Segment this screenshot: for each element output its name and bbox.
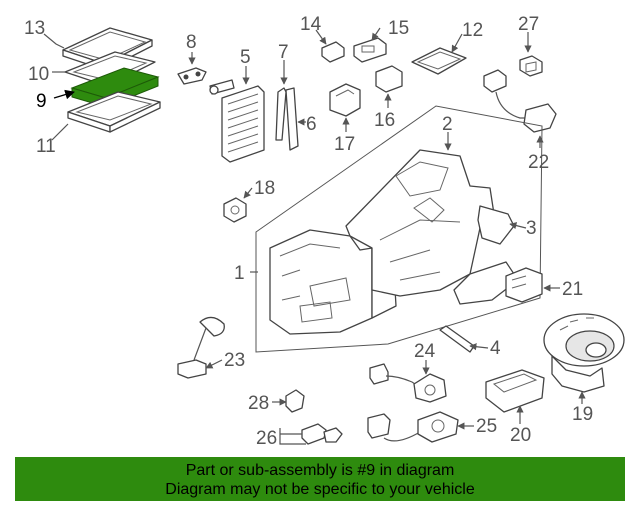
callout-12: 12 (462, 20, 483, 41)
callout-labels: 13 10 9 11 8 5 7 6 14 15 12 27 17 16 22 … (24, 14, 593, 449)
link-part-26 (301, 423, 343, 445)
callout-2: 2 (442, 114, 453, 135)
heater-core-part-5 (209, 79, 265, 163)
callout-13: 13 (24, 18, 45, 39)
callout-20: 20 (510, 425, 531, 446)
callout-10: 10 (28, 64, 49, 85)
callout-19: 19 (572, 404, 593, 425)
harness-part-25 (367, 411, 459, 443)
callout-23: 23 (224, 350, 245, 371)
callout-1: 1 (234, 263, 245, 284)
callout-25: 25 (476, 416, 497, 437)
clip-part-28 (285, 389, 305, 413)
callout-24: 24 (414, 341, 436, 362)
callout-11: 11 (36, 136, 56, 157)
callout-14: 14 (300, 14, 322, 35)
callout-15: 15 (388, 18, 409, 39)
callout-28: 28 (248, 393, 269, 414)
actuator-part-17 (329, 83, 361, 117)
sensor-harness-part-22 (483, 69, 557, 133)
callout-18: 18 (254, 178, 275, 199)
harness-part-24 (369, 363, 447, 403)
bolt-part-27 (519, 55, 543, 77)
clip-part-14 (321, 41, 345, 63)
harness-part-23 (177, 316, 225, 379)
hvac-case-part-2 (345, 149, 495, 297)
tube-part-4 (439, 325, 475, 353)
seal-part-6 (285, 87, 299, 151)
callout-7: 7 (278, 42, 289, 63)
callout-8: 8 (186, 32, 197, 53)
callout-17: 17 (334, 134, 355, 155)
banner-line-1: Part or sub-assembly is #9 in diagram (185, 462, 455, 479)
sensor-part-16 (375, 65, 403, 93)
callout-6: 6 (306, 114, 317, 135)
filter-tray-part-11 (67, 91, 161, 133)
connector-part-15 (353, 37, 387, 63)
filter-box-part-20 (485, 369, 545, 413)
assembly-outline (255, 105, 543, 353)
resistor-part-21 (505, 267, 543, 303)
callout-16: 16 (374, 110, 395, 131)
filter-housing-group (62, 27, 161, 133)
callout-9-highlighted: 9 (36, 91, 47, 112)
grommet-part-18 (223, 197, 247, 223)
filter-part-12 (411, 47, 467, 75)
banner-line-2: Diagram may not be specific to your vehi… (165, 481, 475, 498)
info-banner: Part or sub-assembly is #9 in diagram Di… (15, 457, 625, 501)
callout-4: 4 (490, 338, 501, 359)
bracket-part-8 (177, 67, 207, 85)
rod-part-7 (275, 87, 287, 141)
blower-motor-part-19 (543, 313, 625, 393)
callout-21: 21 (562, 279, 583, 300)
callout-22: 22 (528, 152, 549, 173)
callout-26: 26 (256, 428, 277, 449)
parts-diagram: 13 10 9 11 8 5 7 6 14 15 12 27 17 16 22 … (24, 14, 625, 449)
callout-27: 27 (518, 14, 539, 35)
callout-5: 5 (240, 47, 251, 68)
callout-3: 3 (526, 218, 537, 239)
leader-lines (43, 27, 586, 445)
